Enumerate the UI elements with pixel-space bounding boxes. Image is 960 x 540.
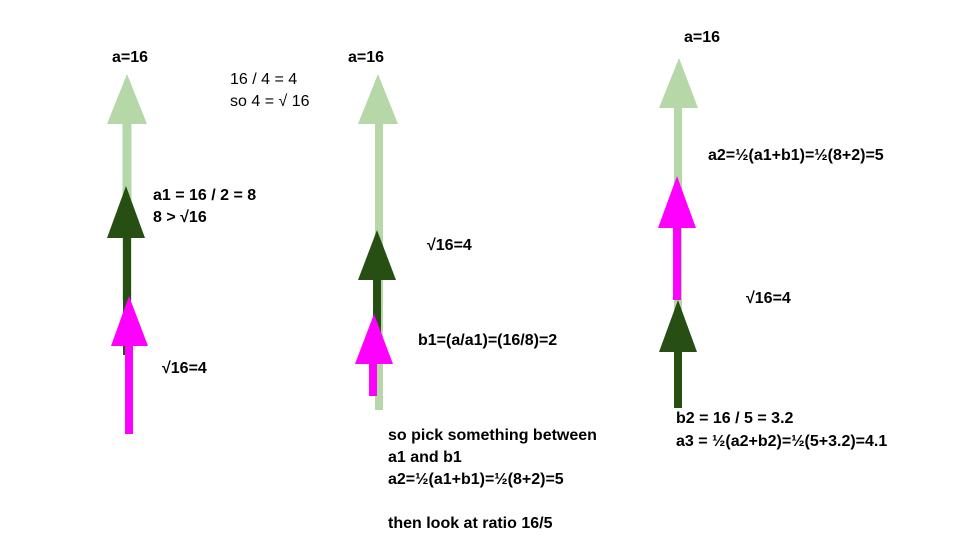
panel3-label-a: a=16 [684,29,721,46]
panel3-label-sqrt: √16=4 [746,290,791,307]
panel1-sqrt-arrow-head [111,296,148,346]
panel1-note-line2: so 4 = √ 16 [230,93,310,110]
panel3-a-arrow-head [659,58,698,108]
panel2-a1-arrow-head [358,230,396,280]
panel3-label-a3: a3 = ½(a2+b2)=½(5+3.2)=4.1 [676,433,888,450]
panel2-text-line4: then look at ratio 16/5 [388,515,553,532]
panel2-label-b1: b1=(a/a1)=(16/8)=2 [418,332,558,349]
panel2-label-sqrt: √16=4 [427,237,472,254]
panel2-text-line1: so pick something between [388,427,597,444]
panel2-text-line2: a1 and b1 [388,449,462,466]
panel1-arrows [107,74,148,434]
panel2-label-a: a=16 [348,49,385,66]
panel1-note-line1: 16 / 4 = 4 [230,71,298,88]
panel1-label-a1-line1: a1 = 16 / 2 = 8 [153,187,257,204]
panel2-arrows [355,74,398,410]
panel2-a-arrow-head [358,74,398,124]
panel3-b2-arrow-head [659,300,697,352]
panel3-label-a2: a2=½(a1+b1)=½(8+2)=5 [708,147,884,164]
panel1-a-arrow-head [107,74,147,124]
panel2-text-line3: a2=½(a1+b1)=½(8+2)=5 [388,471,564,488]
panel3-arrows [658,58,698,408]
panel1-label-a: a=16 [112,49,149,66]
panel3-label-b2: b2 = 16 / 5 = 3.2 [676,410,794,427]
panel1-label-sqrt: √16=4 [162,360,207,377]
panel2-b1-arrow-head [355,314,393,364]
panel3-a2-arrow-head [658,176,696,228]
panel1-label-a1-line2: 8 > √16 [153,209,207,226]
panel1-a1-arrow-head [107,186,145,238]
